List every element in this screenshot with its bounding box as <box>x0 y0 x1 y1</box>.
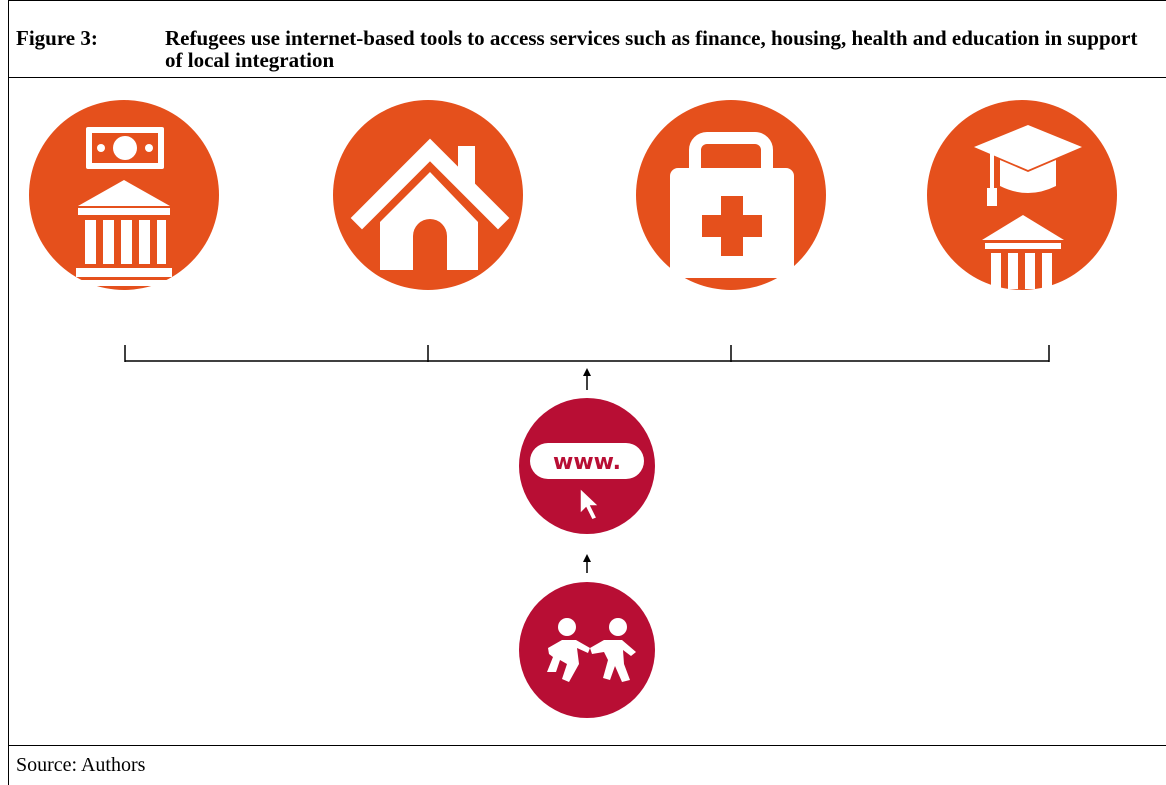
figure-caption <box>8 0 1166 78</box>
graduation-cap-with-building-icon <box>974 125 1082 299</box>
housing-service-node <box>333 100 523 290</box>
education-service-node <box>927 100 1117 299</box>
source-divider <box>8 745 1166 785</box>
arrow-internet-to-services <box>583 368 591 390</box>
medical-kit-icon <box>670 132 794 278</box>
internet-node: www. <box>519 398 655 534</box>
finance-service-node <box>29 100 219 290</box>
figure-title: Refugees use internet-based tools to acc… <box>165 26 1138 72</box>
two-people-holding-hands-icon <box>547 618 636 682</box>
house-icon <box>350 138 510 270</box>
bank-with-banknote-icon <box>72 127 176 286</box>
www-label: www. <box>553 450 621 475</box>
web-browser-cursor-icon: www. <box>530 443 644 521</box>
health-service-node <box>636 100 826 290</box>
arrow-refugees-to-internet <box>583 554 591 573</box>
refugees-node <box>519 582 655 718</box>
service-bracket <box>124 345 1050 362</box>
source-note: Source: Authors <box>16 754 146 776</box>
figure-frame <box>8 0 1166 785</box>
figure-label: Figure 3: <box>16 26 98 50</box>
